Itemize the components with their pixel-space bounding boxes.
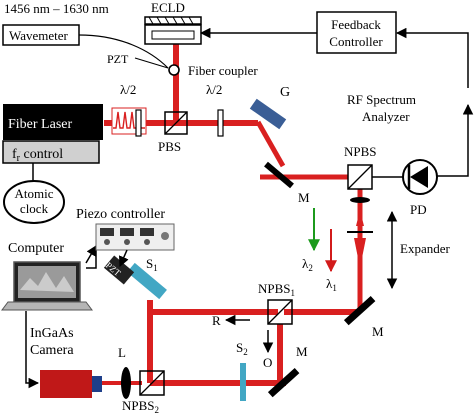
grating-label: G <box>280 85 290 100</box>
lambda1-sub: 1 <box>332 283 337 293</box>
atomic-clock-label-2: clock <box>20 201 49 216</box>
pbs-label: PBS <box>158 139 181 154</box>
half-wave-label-2: λ/2 <box>206 82 222 97</box>
fr-control-box: fr control <box>2 140 100 164</box>
mirror-bottom-label: M <box>296 344 308 359</box>
expander-label: Expander <box>400 241 450 256</box>
wavemeter-label: Wavemeter <box>9 28 69 43</box>
lambda1-label: λ <box>326 276 333 291</box>
pzt-pointer <box>134 57 169 69</box>
ingaas-label-2: Camera <box>30 343 74 358</box>
piezo-controller-device <box>95 223 175 251</box>
feedback-controller-box: Feedback Controller <box>316 11 397 54</box>
svg-text:S2: S2 <box>236 340 248 357</box>
ecld <box>144 16 202 45</box>
ingaas-camera <box>40 370 102 398</box>
pd-label: PD <box>410 202 427 217</box>
svg-text:NPBS2: NPBS2 <box>122 398 159 414</box>
npbs2-sub: 2 <box>155 405 160 414</box>
npbs2-label: NPBS <box>122 398 155 413</box>
fiber-coupler-icon <box>168 64 180 76</box>
half-wave-plate-1: λ/2 <box>120 82 142 137</box>
svg-text:fr control: fr control <box>12 147 63 164</box>
rf-analyzer-label-2: Analyzer <box>362 109 410 124</box>
expander-lenses <box>347 197 373 233</box>
feedback-label-1: Feedback <box>331 17 381 32</box>
fiber-laser-label: Fiber Laser <box>8 117 72 132</box>
npbs-cube <box>347 164 373 190</box>
expander-beam-cone-upper <box>356 210 364 226</box>
wavelength-range-label: 1456 nm – 1630 nm <box>4 1 109 16</box>
computer-laptop-icon <box>1 261 93 311</box>
computer-to-piezo-arrow <box>85 245 97 264</box>
lens-l <box>121 367 131 399</box>
npbs1-sub: 1 <box>291 288 296 298</box>
piezo-to-pzt-arrow <box>118 249 129 267</box>
shutter-s2 <box>240 363 246 401</box>
o-label: O <box>263 355 272 370</box>
rf-analyzer-label-1: RF Spectrum <box>347 92 416 107</box>
lambda2-sub: 2 <box>308 263 313 273</box>
lens-label: L <box>118 345 126 360</box>
s1-sub: 1 <box>153 263 158 273</box>
ecld-label: ECLD <box>151 0 185 15</box>
s2-label: S <box>236 340 243 355</box>
s2-sub: 2 <box>243 347 248 357</box>
pzt-label: PZT <box>107 52 129 66</box>
s1-label: S <box>146 256 153 271</box>
mirror-top-label: M <box>298 190 310 205</box>
computer-label: Computer <box>8 241 64 256</box>
svg-text:λ2: λ2 <box>302 256 313 273</box>
wavemeter-box: Wavemeter <box>2 24 80 46</box>
pd-to-rf-arrow <box>437 103 474 177</box>
mirror-right-label: M <box>372 324 384 339</box>
photodiode-icon <box>402 159 438 195</box>
rf-to-feedback-arrow <box>395 27 469 88</box>
svg-text:S1: S1 <box>146 256 158 273</box>
mirror-top <box>264 161 294 189</box>
ingaas-label-1: InGaAs <box>30 326 74 341</box>
fr-control-f: f <box>12 147 17 162</box>
lambda2-label: λ <box>302 256 309 271</box>
atomic-clock: Atomic clock <box>3 180 65 224</box>
npbs2-cube <box>139 370 165 396</box>
grating <box>249 98 287 130</box>
r-label: R <box>212 313 221 328</box>
expander-beam-cone <box>354 238 366 268</box>
half-wave-label-1: λ/2 <box>120 82 136 97</box>
mirror-right <box>343 295 376 326</box>
svg-text:NPBS1: NPBS1 <box>258 281 295 298</box>
fiber-coupler-label: Fiber coupler <box>188 63 258 78</box>
atomic-clock-label-1: Atomic <box>15 186 54 201</box>
feedback-label-2: Controller <box>329 34 383 49</box>
wavemeter-fiber <box>78 34 169 69</box>
svg-text:λ1: λ1 <box>326 276 337 293</box>
mirror-bottom <box>267 367 300 398</box>
piezo-controller-label: Piezo controller <box>76 207 165 222</box>
fiber-laser: Fiber Laser <box>3 104 103 140</box>
computer-to-camera-arrow <box>25 311 40 389</box>
npbs1-label: NPBS <box>258 281 291 296</box>
fr-control-r: r <box>17 153 21 164</box>
npbs-label: NPBS <box>344 144 377 159</box>
pbs-cube <box>164 111 188 135</box>
npbs1-cube <box>267 299 293 325</box>
fr-control-text: control <box>20 147 63 162</box>
half-wave-plate-2: λ/2 <box>206 82 224 137</box>
